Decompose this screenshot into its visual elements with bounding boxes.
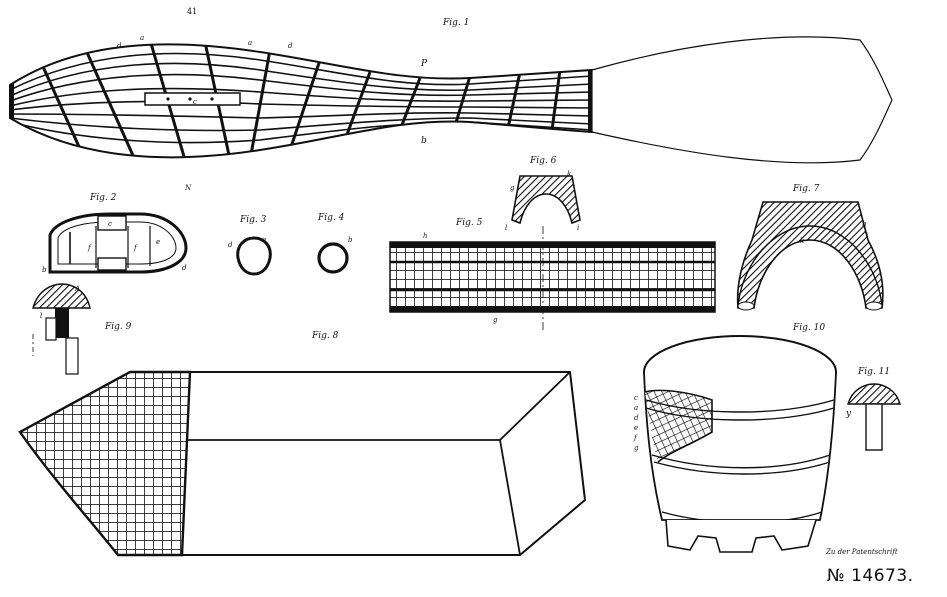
fig9-letter-a: A [74,285,80,293]
fig1-letter-a-right: a [248,39,252,47]
fig10-letter-g: g [634,444,639,452]
figure-1-woven-body [9,43,593,159]
figure-2-label: Fig. 2 [89,193,117,203]
fig4-letter-b: b [348,236,353,244]
fig3-letter-d: d [228,241,233,249]
figure-9-label: Fig. 9 [104,322,132,332]
figure-8: Fig. 8 [18,331,587,557]
fig10-letter-f: f [633,434,638,442]
fig6-letter-l: l [505,224,507,232]
figure-3-label: Fig. 3 [239,215,267,225]
figure-11-label: Fig. 11 [857,367,890,377]
fig6-letter-g: g [510,184,515,192]
fig7-letter-g: g [862,220,867,228]
fig7-letter-i: i [866,232,868,240]
fig3-letter-e: e [262,236,266,244]
figure-6: Fig. 6 g k l i [505,156,581,232]
figure-1-paddle-blade [591,36,893,164]
figure-9: Fig. 9 A l [32,283,132,375]
fig1-letter-c: c [193,98,197,106]
figure-1-label: Fig. 1 [442,18,469,28]
fig6-letter-k: k [567,170,571,178]
figure-5: Fig. 5 h g [389,218,716,330]
fig5-letter-h: h [423,232,428,240]
figure-2: Fig. 2 c f f e b d [42,193,188,274]
fig10-letter-e: e [634,424,638,432]
figure-1-plate [144,92,241,106]
fig2-letter-f-left: f [87,244,92,252]
fig2-letter-f-right: f [133,244,138,252]
figure-3: Fig. 3 d e [228,215,272,276]
fig1-letter-a-left: a [140,34,144,42]
figure-10: Fig. 10 c a d e f g [633,323,837,553]
fig2-letter-e: e [156,238,160,246]
patent-number: № 14673. [827,566,914,586]
fig9-letter-l: l [40,312,42,320]
fig2-letter-b: b [42,266,47,274]
figure-7-label: Fig. 7 [792,184,820,194]
fig1-letter-n: N [184,184,192,192]
fig10-letter-d: d [634,414,639,422]
figure-11: Fig. 11 y [845,367,901,451]
figure-10-label: Fig. 10 [792,323,825,333]
fig5-letter-g: g [493,316,498,324]
figure-7: Fig. 7 g k i [736,184,884,311]
figure-6-label: Fig. 6 [529,156,557,166]
fig1-letter-d-right: d [288,42,293,50]
sheet-number: 41 [187,7,197,16]
patent-reference: Zu der Patentschrift [826,548,898,556]
fig10-letter-a: a [634,404,638,412]
fig2-letter-d: d [182,264,187,272]
fig11-letter-y: y [845,409,852,419]
fig6-letter-i: i [577,224,579,232]
fig1-letter-b: b [421,136,427,146]
figure-8-label: Fig. 8 [311,331,339,341]
fig1-letter-p: P [420,59,428,69]
fig1-letter-d-left: d [117,42,122,50]
fig7-letter-k: k [800,237,804,245]
fig2-letter-c: c [108,220,112,228]
figure-4: Fig. 4 b [317,213,353,274]
figure-4-label: Fig. 4 [317,213,345,223]
figure-5-label: Fig. 5 [455,218,483,228]
fig10-letter-c: c [634,394,638,402]
figure-1: Fig. 1 [9,18,893,192]
